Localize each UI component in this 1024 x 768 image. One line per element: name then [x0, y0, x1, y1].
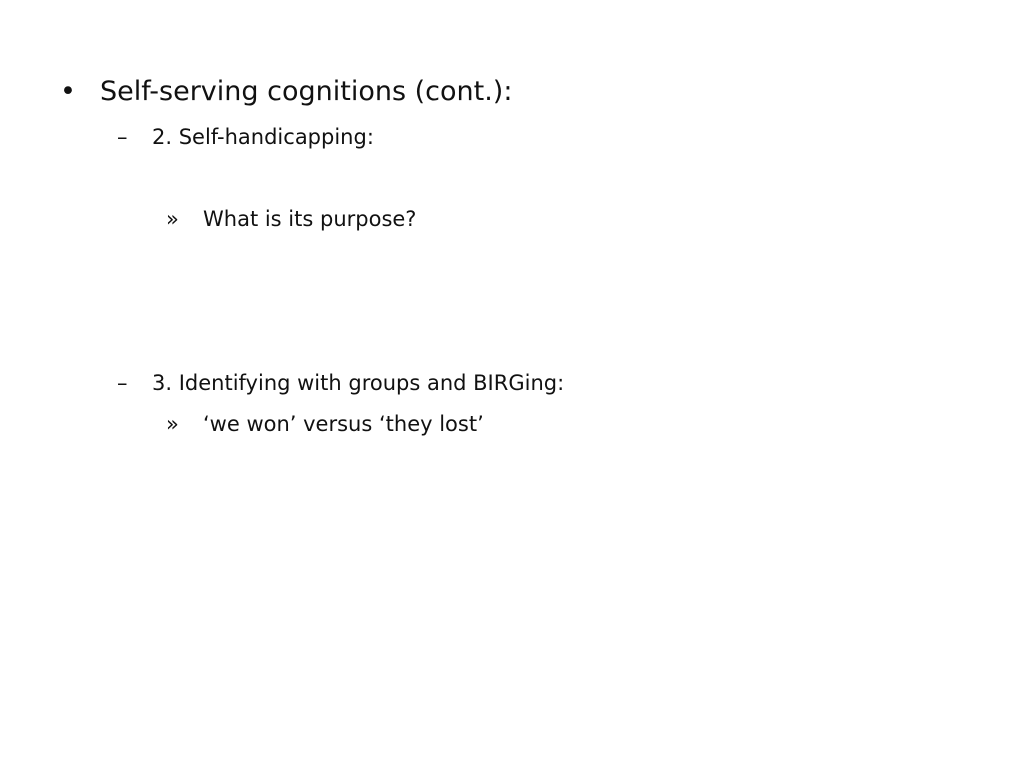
dash-marker: – [117, 125, 128, 149]
sub-sub-bullet-text: ‘we won’ versus ‘they lost’ [203, 412, 484, 436]
main-bullet-text: Self-serving cognitions (cont.): [100, 76, 513, 107]
bullet-marker: • [60, 76, 76, 107]
sub-sub-bullet-purpose: » What is its purpose? [166, 207, 416, 231]
sub-sub-bullet-text: What is its purpose? [203, 207, 417, 231]
chevron-marker: » [166, 207, 179, 231]
dash-marker: – [117, 371, 128, 395]
sub-bullet-self-handicapping: – 2. Self-handicapping: [117, 125, 374, 149]
main-bullet: • Self-serving cognitions (cont.): [60, 76, 512, 107]
sub-bullet-birging: – 3. Identifying with groups and BIRGing… [117, 371, 564, 395]
chevron-marker: » [166, 412, 179, 436]
sub-bullet-text: 2. Self-handicapping: [152, 125, 374, 149]
sub-bullet-text: 3. Identifying with groups and BIRGing: [152, 371, 565, 395]
sub-sub-bullet-we-won: » ‘we won’ versus ‘they lost’ [166, 412, 484, 436]
